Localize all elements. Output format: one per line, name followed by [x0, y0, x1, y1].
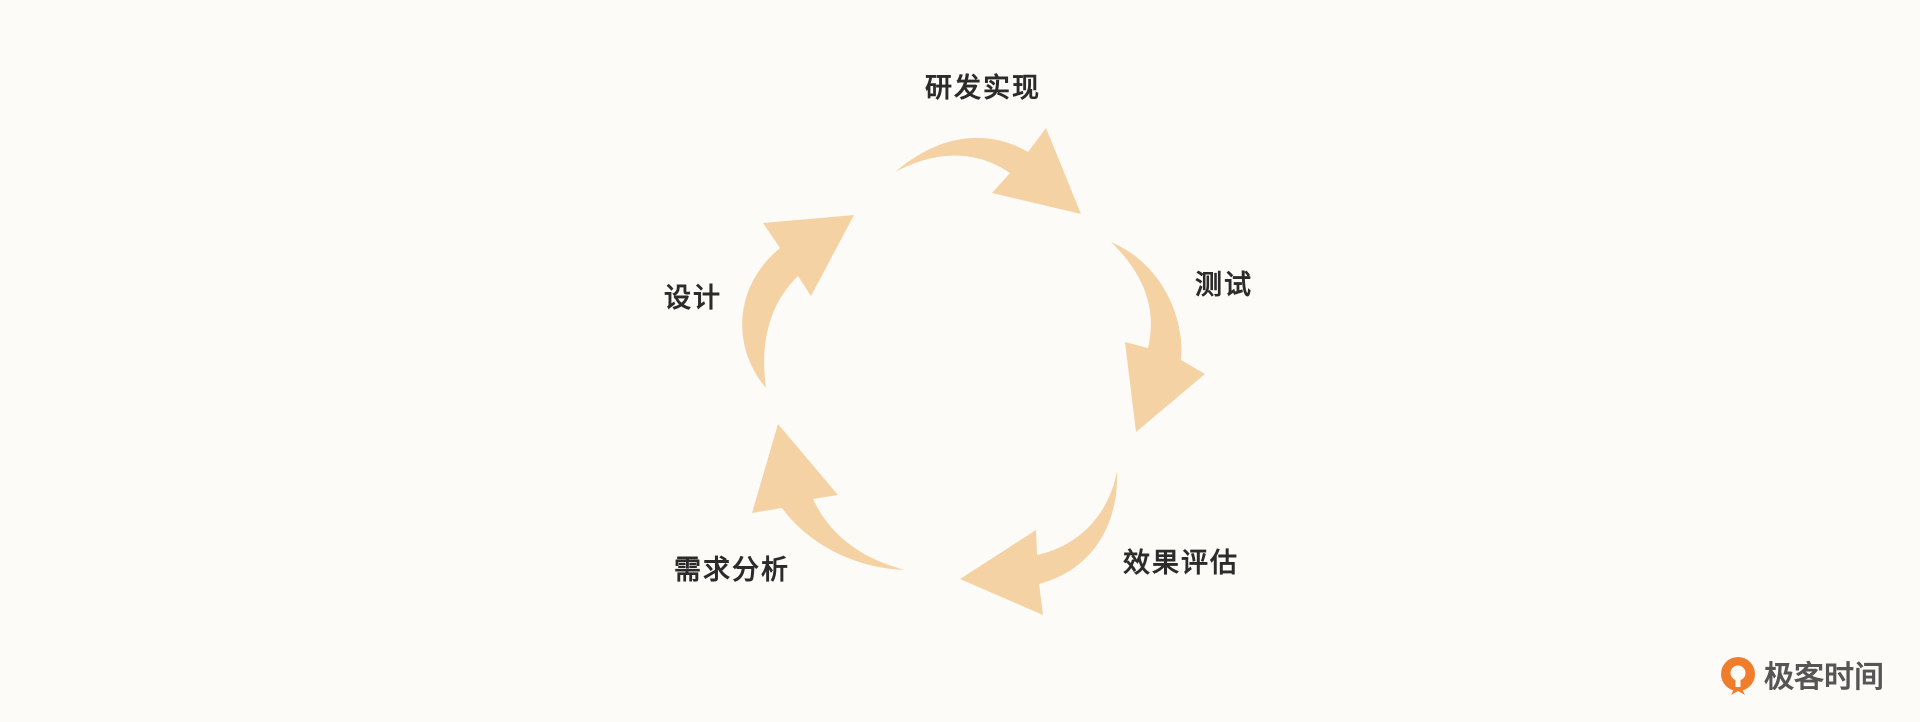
step-label-test: 测试: [1195, 270, 1253, 301]
cycle-arrow-5: [742, 215, 854, 388]
step-label-evaluation: 效果评估: [1123, 548, 1239, 579]
step-label-research: 研发实现: [925, 73, 1041, 104]
brand-name: 极客时间: [1764, 660, 1884, 695]
brand-logo: 极客时间: [1718, 655, 1884, 701]
cycle-arrow-4: [752, 424, 905, 570]
cycle-arrow-3: [960, 471, 1118, 615]
cycle-arrow-1: [895, 128, 1081, 214]
cycle-arrow-2: [1111, 242, 1205, 432]
geektime-logo-icon: [1721, 657, 1755, 695]
step-label-design: 设计: [664, 283, 722, 314]
step-label-requirements: 需求分析: [674, 555, 790, 586]
